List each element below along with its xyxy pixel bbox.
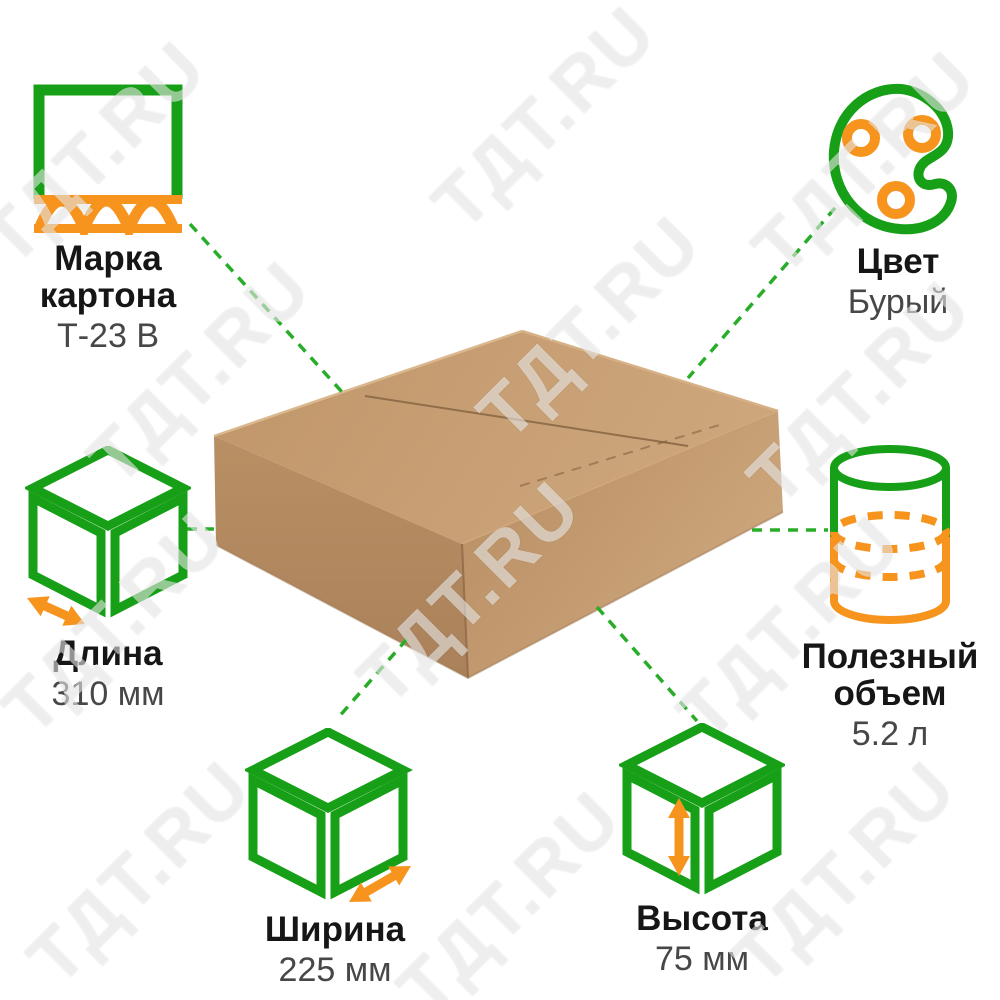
- box-front-right-edge: [461, 410, 779, 545]
- box-front-corner-edge: [461, 543, 469, 679]
- palette-icon: [828, 83, 957, 235]
- feature-label: Марка картона: [39, 239, 177, 315]
- connector-color: [686, 206, 837, 380]
- feature-length: Длина 310 мм: [10, 446, 206, 713]
- feature-label: Ширина: [264, 910, 406, 949]
- cylinder-volume-icon: [830, 445, 950, 624]
- feature-value: 5.2 л: [851, 714, 929, 753]
- height-arrow: [668, 798, 690, 876]
- connector-cardboard-grade: [188, 222, 344, 394]
- feature-label: Высота: [636, 899, 768, 938]
- width-arrow: [349, 866, 411, 902]
- box-lid-seam: [364, 395, 689, 447]
- cube-length-icon: [25, 446, 191, 626]
- feature-width: Ширина 225 мм: [233, 728, 437, 989]
- corrugated-cardboard-icon: [33, 84, 183, 235]
- box-back-right-edge: [521, 329, 779, 413]
- cube-width-icon: [245, 728, 413, 902]
- feature-value: Т-23 В: [56, 316, 160, 355]
- feature-value: Бурый: [847, 282, 949, 321]
- connector-lines: [187, 206, 837, 723]
- box-right-face: [462, 411, 783, 678]
- feature-useful-volume: Полезный объем 5.2 л: [785, 443, 995, 753]
- box-top-face: [214, 331, 778, 544]
- product-box-photo: [213, 329, 784, 680]
- feature-cardboard-grade: Марка картона Т-23 В: [12, 83, 204, 355]
- box-bottom-edges: [215, 511, 784, 680]
- length-arrow: [27, 596, 85, 626]
- feature-color: Цвет Бурый: [800, 80, 996, 321]
- cube-height-icon: [619, 723, 785, 895]
- feature-label: Длина: [53, 634, 163, 673]
- box-left-face: [214, 436, 468, 678]
- connector-height: [595, 605, 699, 723]
- feature-value: 310 мм: [51, 674, 165, 713]
- feature-value: 75 мм: [654, 939, 749, 978]
- feature-label: Полезный объем: [801, 637, 979, 713]
- feature-value: 225 мм: [278, 950, 392, 989]
- feature-label: Цвет: [856, 242, 940, 281]
- feature-height: Высота 75 мм: [600, 723, 804, 978]
- connector-width: [335, 637, 409, 721]
- box-back-left-edge: [213, 329, 523, 438]
